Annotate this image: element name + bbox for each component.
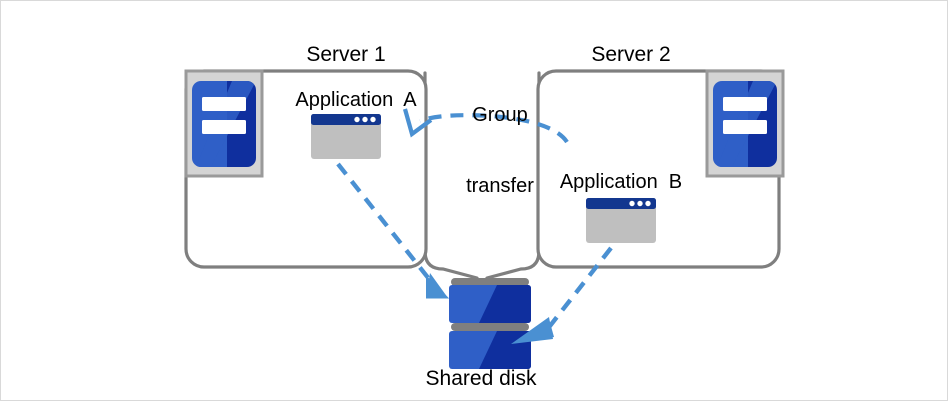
server2-title: Server 2	[591, 43, 671, 66]
application-b-label: Application B	[559, 171, 683, 193]
app-a-to-disk-arrow	[336, 162, 450, 299]
server-icon	[705, 69, 785, 178]
app-b-to-disk-arrow	[511, 246, 613, 344]
group-transfer-label: Group transfer	[425, 57, 575, 246]
group-transfer-label-line2: transfer	[466, 174, 534, 197]
disk-stack-icon	[449, 278, 531, 369]
app-window-icon	[586, 198, 656, 243]
group-transfer-arrow	[402, 108, 569, 144]
shared-disk-label: Shared disk	[425, 367, 537, 390]
server-icon	[184, 69, 264, 178]
app-window-icon	[311, 114, 381, 159]
application-a-label: Application A	[295, 89, 417, 111]
server1-title: Server 1	[306, 43, 386, 66]
group-transfer-label-line1: Group	[472, 104, 528, 127]
